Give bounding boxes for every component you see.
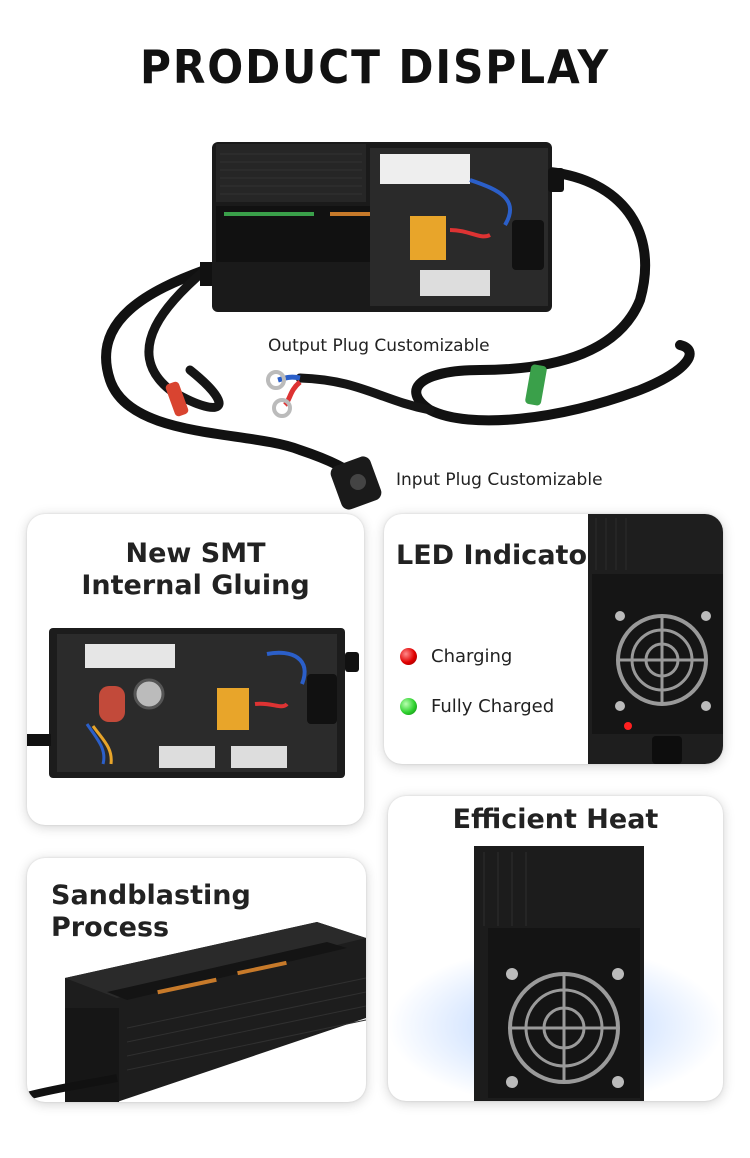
hero-product-image: Output Plug Customizable Input Plug Cust…	[0, 120, 750, 510]
feature-card-led: LED Indicator Charging Fully Charged	[384, 514, 723, 764]
green-led-icon	[400, 698, 417, 715]
smt-title-line1: New SMT	[125, 538, 266, 569]
led-item-fully-charged: Fully Charged	[400, 696, 554, 717]
sand-title: Sandblasting Process	[51, 880, 251, 944]
page-title: PRODUCT DISPLAY	[139, 40, 611, 94]
led-title: LED Indicator	[396, 540, 601, 571]
fan-grille-icon	[508, 972, 620, 1084]
feature-card-sandblasting: Sandblasting Process	[27, 858, 366, 1102]
sand-title-line2: Process	[51, 912, 170, 943]
led-item-label: Charging	[431, 646, 513, 667]
smt-title: New SMT Internal Gluing	[27, 538, 364, 602]
feature-card-heat: Efficient Heat	[388, 796, 723, 1101]
red-led-icon	[400, 648, 417, 665]
led-item-charging: Charging	[400, 646, 512, 667]
input-plug-label: Input Plug Customizable	[396, 470, 603, 490]
sand-title-line1: Sandblasting	[51, 880, 251, 911]
fan-grille-icon	[616, 614, 708, 706]
charger-fan-end-image	[588, 514, 723, 764]
status-led-icon	[624, 722, 632, 730]
smt-title-line2: Internal Gluing	[81, 570, 310, 601]
heat-dissipation-image	[388, 846, 723, 1101]
smt-board-image	[27, 628, 359, 778]
output-plug-label: Output Plug Customizable	[268, 336, 490, 356]
heat-title: Efficient Heat	[452, 804, 659, 835]
feature-card-smt: New SMT Internal Gluing	[27, 514, 364, 825]
charger-illustration	[101, 142, 695, 510]
sandblasted-case-image	[27, 922, 366, 1102]
led-item-label: Fully Charged	[431, 696, 555, 717]
